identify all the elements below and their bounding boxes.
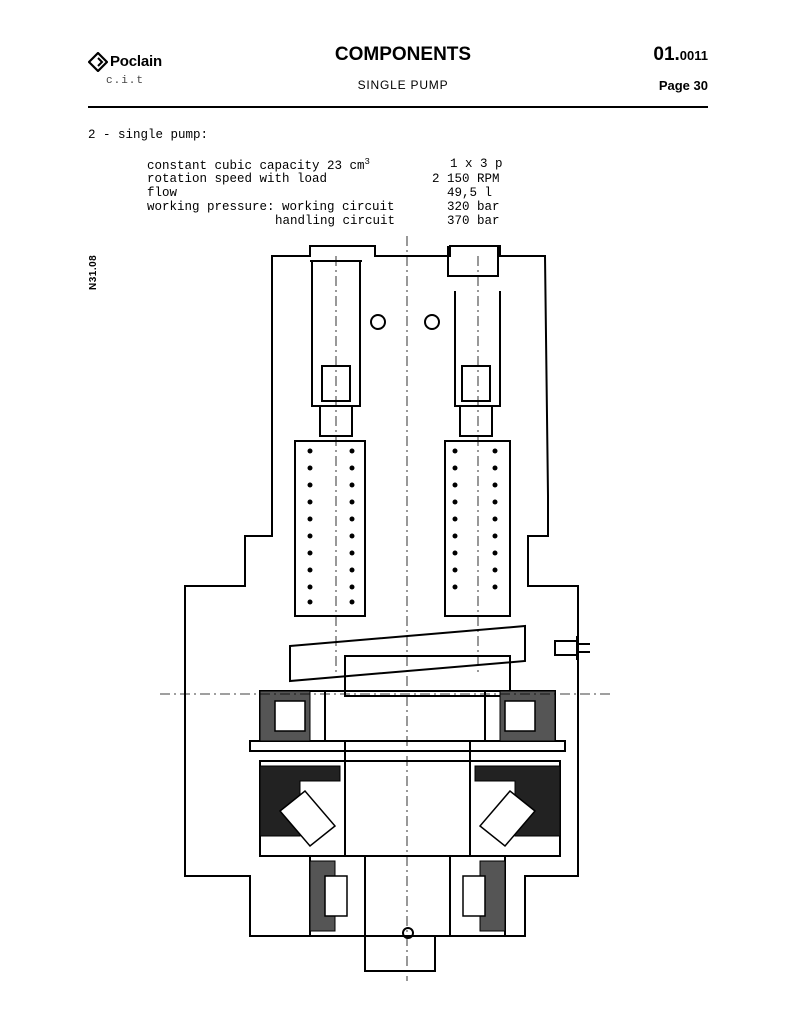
spec-speed-value: 2 150 RPM [432,172,500,186]
spec-capacity-text: constant cubic capacity 23 cm [147,159,365,174]
poclain-diamond-icon [88,52,108,72]
logo-name: Poclain [110,53,162,70]
document-code-small: 0011 [679,48,708,63]
page-header: Poclain c.i.t COMPONENTS SINGLE PUMP 01.… [88,40,708,106]
spec-capacity-label: constant cubic capacity 23 cm3 [147,157,370,173]
spec-pressure-value: 320 bar [447,200,500,214]
document-code: 01.0011 [653,44,708,66]
logo-sub: c.i.t [106,75,145,87]
poclain-logo: Poclain c.i.t [88,50,198,90]
spec-flow-label: flow [147,186,178,200]
spec-pressure-label: working pressure: working circuit [147,200,395,214]
spec-speed-label: rotation speed with load [147,172,328,186]
spec-handling-label: handling circuit [275,214,396,228]
spec-handling-value: 370 bar [447,214,500,228]
spec-capacity-value: 1 x 3 p [450,157,503,171]
side-code: N31.08 [88,254,99,290]
page-title: COMPONENTS [334,44,472,65]
section-heading: 2 - single pump: [88,128,209,142]
page-number: Page 30 [658,78,708,93]
spec-flow-value: 49,5 l [447,186,493,200]
document-code-main: 01. [653,44,680,65]
page-subtitle: SINGLE PUMP [357,78,449,92]
header-rule [88,106,708,108]
spec-capacity-sup: 3 [364,157,370,167]
pump-cross-section-drawing [160,236,610,981]
